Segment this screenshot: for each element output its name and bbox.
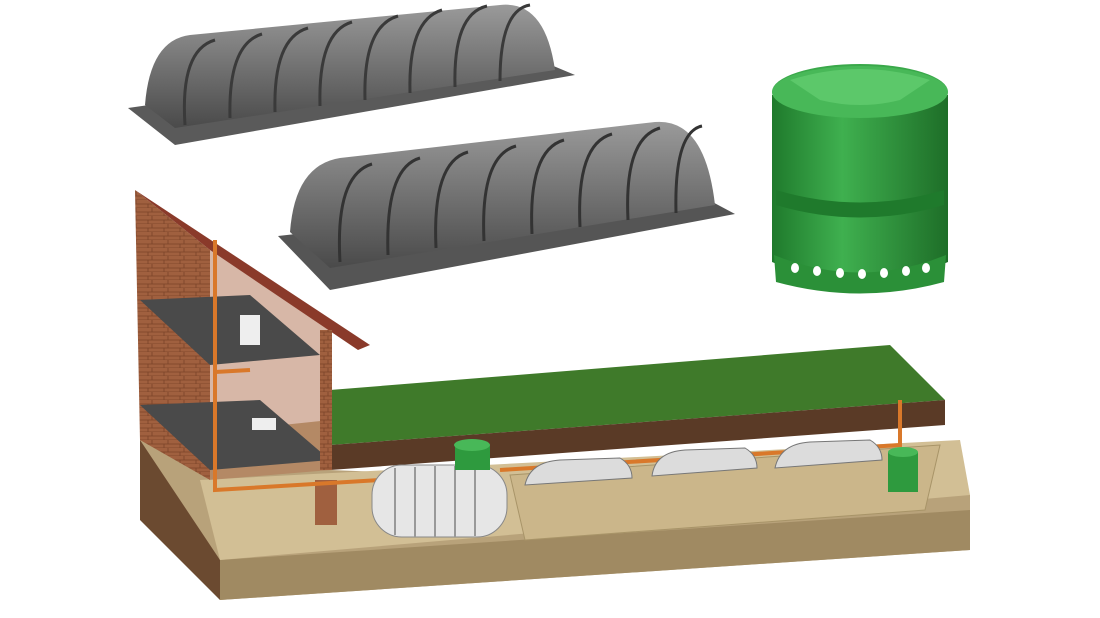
house-cutaway	[135, 190, 370, 525]
toilet-icon	[240, 315, 260, 345]
sink-icon	[252, 418, 276, 430]
drain-pipes	[213, 240, 902, 493]
outlet-chamber	[888, 447, 918, 492]
infiltration-chamber-top	[128, 3, 575, 145]
buried-chambers	[524, 439, 883, 486]
infiltration-chamber-middle	[278, 121, 735, 290]
septic-tank	[371, 439, 508, 538]
green-water-tank	[772, 64, 948, 294]
